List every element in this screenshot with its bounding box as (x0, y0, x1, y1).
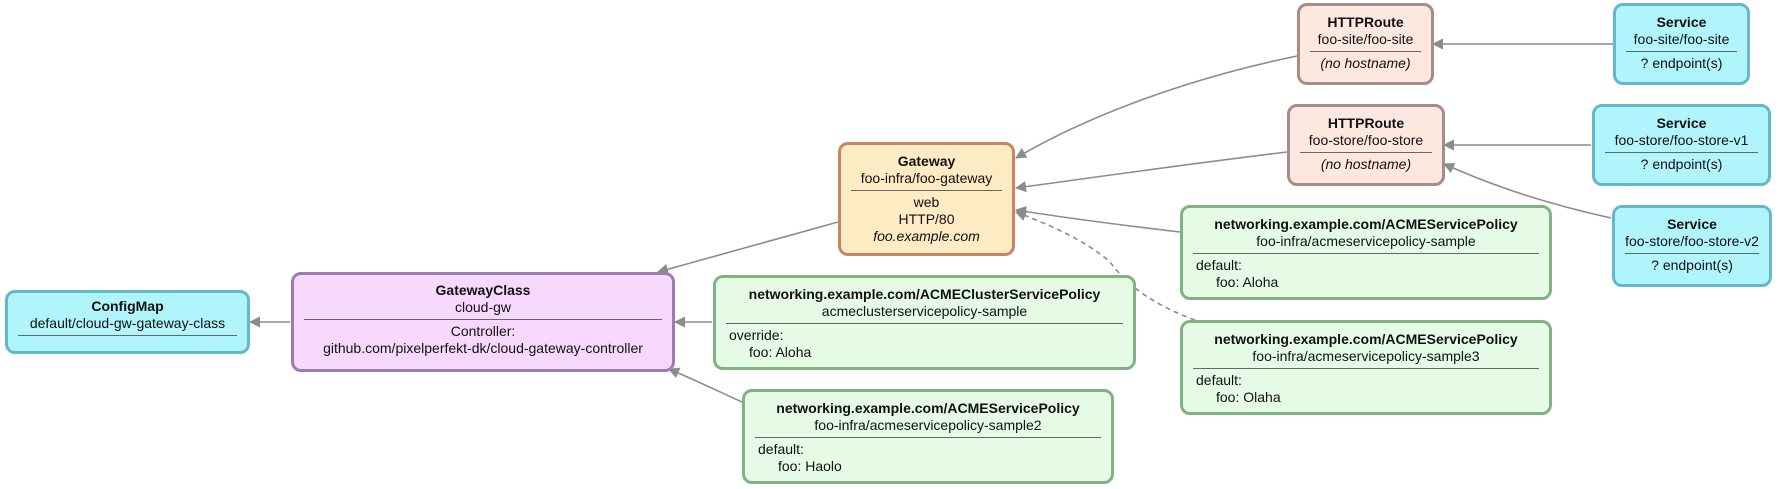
cluster-policy-spec: override: foo: Aloha (716, 327, 1133, 361)
cluster-policy-kind: networking.example.com/ACMEClusterServic… (748, 286, 1101, 302)
policy-sample2-spec: default: foo: Haolo (745, 441, 1111, 475)
gateway-listener-hostname: foo.example.com (873, 228, 980, 244)
policy-sample-section: default: (1196, 257, 1242, 273)
policy-sample-name: foo-infra/acmeservicepolicy-sample (1256, 233, 1476, 249)
httproute-site-node[interactable]: HTTPRoute foo-site/foo-site (no hostname… (1297, 3, 1434, 85)
divider (726, 323, 1123, 324)
divider (755, 437, 1101, 438)
service-site-name: foo-site/foo-site (1633, 31, 1730, 47)
divider (304, 319, 662, 320)
divider (1605, 152, 1758, 153)
divider (851, 190, 1002, 191)
policy-sample3-entry: foo: Olaha (1216, 389, 1281, 405)
service-site-endpoints: ? endpoint(s) (1640, 55, 1723, 71)
service-site-kind: Service (1656, 14, 1707, 30)
edge-svc-store-v2-to-route-store (1442, 162, 1612, 219)
policy-sample2-name: foo-infra/acmeservicepolicy-sample2 (814, 417, 1042, 433)
policy-sample2-entry: foo: Haolo (778, 458, 842, 474)
service-store-v1-kind: Service (1656, 115, 1707, 131)
policy-sample3-node[interactable]: networking.example.com/ACMEServicePolicy… (1180, 320, 1552, 415)
httproute-site-kind: HTTPRoute (1327, 14, 1404, 30)
httproute-store-hostname: (no hostname) (1320, 156, 1412, 172)
policy-sample-node[interactable]: networking.example.com/ACMEServicePolicy… (1180, 205, 1552, 300)
divider (1300, 152, 1432, 153)
divider (1310, 51, 1421, 52)
cluster-policy-section: override: (729, 327, 784, 343)
cluster-policy-name: acmeclusterservicepolicy-sample (821, 303, 1028, 319)
gatewayclass-name: cloud-gw (454, 299, 512, 315)
policy-sample2-kind: networking.example.com/ACMEServicePolicy (776, 400, 1080, 416)
service-store-v2-kind: Service (1667, 216, 1717, 232)
service-site-node[interactable]: Service foo-site/foo-site ? endpoint(s) (1613, 3, 1750, 85)
configmap-name: default/cloud-gw-gateway-class (29, 315, 226, 331)
policy-sample-entry: foo: Aloha (1216, 274, 1279, 290)
httproute-site-hostname: (no hostname) (1320, 55, 1411, 71)
gatewayclass-node[interactable]: GatewayClass cloud-gw Controller: github… (291, 272, 675, 372)
policy-sample2-section: default: (758, 441, 804, 457)
cluster-policy-entry: foo: Aloha (749, 344, 812, 360)
service-store-v1-name: foo-store/foo-store-v1 (1614, 132, 1749, 148)
service-store-v2-node[interactable]: Service foo-store/foo-store-v2 ? endpoin… (1612, 205, 1772, 287)
service-store-v1-endpoints: ? endpoint(s) (1640, 156, 1723, 172)
service-store-v2-name: foo-store/foo-store-v2 (1625, 233, 1759, 249)
httproute-store-kind: HTTPRoute (1327, 115, 1405, 131)
policy-sample2-node[interactable]: networking.example.com/ACMEServicePolicy… (742, 389, 1114, 484)
gatewayclass-controller: github.com/pixelperfekt-dk/cloud-gateway… (323, 340, 643, 356)
edge-policy-sample2-to-gatewayclass (667, 367, 743, 403)
edge-gateway-to-gatewayclass (656, 221, 839, 275)
edge-route-store-to-gateway (1014, 151, 1288, 193)
gateway-listener-protocol: HTTP/80 (898, 211, 955, 227)
cluster-policy-node[interactable]: networking.example.com/ACMEClusterServic… (713, 275, 1136, 370)
gateway-name: foo-infra/foo-gateway (860, 170, 993, 186)
policy-sample-kind: networking.example.com/ACMEServicePolicy (1214, 216, 1518, 232)
gatewayclass-controller-label: Controller: (450, 323, 516, 339)
gateway-listener-name: web (913, 194, 940, 210)
service-store-v1-node[interactable]: Service foo-store/foo-store-v1 ? endpoin… (1592, 104, 1771, 186)
gateway-kind: Gateway (897, 153, 956, 169)
configmap-kind: ConfigMap (91, 298, 164, 314)
policy-sample-spec: default: foo: Aloha (1183, 257, 1549, 291)
gateway-node[interactable]: Gateway foo-infra/foo-gateway web HTTP/8… (838, 142, 1015, 256)
gatewayclass-kind: GatewayClass (435, 282, 531, 298)
divider (18, 335, 237, 336)
divider (1625, 253, 1759, 254)
divider (1193, 368, 1539, 369)
divider (1626, 51, 1737, 52)
policy-sample3-kind: networking.example.com/ACMEServicePolicy (1214, 331, 1518, 347)
policy-sample3-spec: default: foo: Olaha (1183, 372, 1549, 406)
service-store-v2-endpoints: ? endpoint(s) (1651, 257, 1733, 273)
policy-sample3-section: default: (1196, 372, 1242, 388)
edge-route-site-to-gateway (1015, 55, 1298, 159)
httproute-store-node[interactable]: HTTPRoute foo-store/foo-store (no hostna… (1287, 104, 1445, 186)
httproute-store-name: foo-store/foo-store (1308, 132, 1424, 148)
httproute-site-name: foo-site/foo-site (1317, 31, 1414, 47)
configmap-node[interactable]: ConfigMap default/cloud-gw-gateway-class (5, 290, 250, 354)
divider (1193, 253, 1539, 254)
policy-sample3-name: foo-infra/acmeservicepolicy-sample3 (1252, 348, 1480, 364)
edge-policy-sample-to-gateway (1014, 206, 1181, 233)
